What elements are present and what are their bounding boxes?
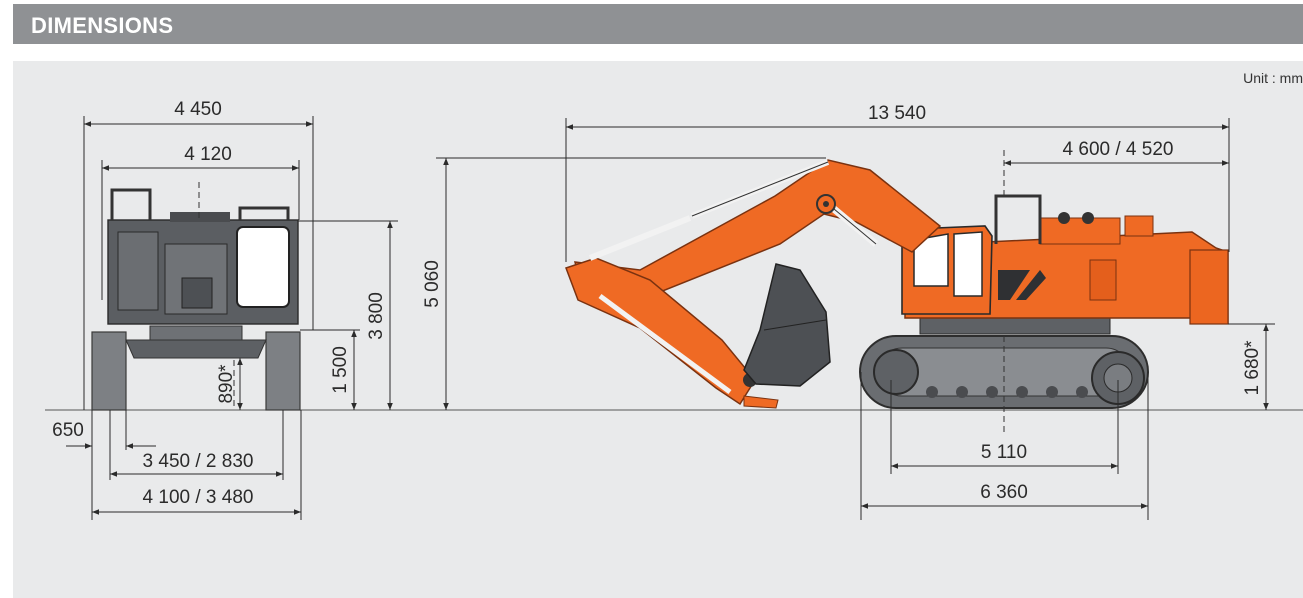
side-dimension-lines <box>436 118 1275 520</box>
label-track-gauge: 3 450 / 2 830 <box>143 451 254 472</box>
label-counterweight-clearance: 1 680* <box>1242 340 1263 396</box>
unit-label: Unit : mm <box>1243 70 1303 86</box>
label-ground-clearance: 890* <box>216 364 237 404</box>
label-overall-length: 13 540 <box>868 103 926 124</box>
label-overall-height: 5 060 <box>422 260 443 308</box>
label-track-length: 6 360 <box>980 482 1028 503</box>
label-rear-swing-radius: 4 600 / 4 520 <box>1063 139 1174 160</box>
section-title: DIMENSIONS <box>31 13 174 38</box>
front-view-excavator <box>91 182 301 411</box>
label-undercarriage-width: 4 100 / 3 480 <box>143 487 254 508</box>
front-dimension-lines <box>66 116 398 520</box>
label-upper-width: 4 120 <box>184 144 232 165</box>
label-tumbler-distance: 5 110 <box>981 442 1027 463</box>
section-header: DIMENSIONS <box>13 4 1303 44</box>
label-cab-height: 3 800 <box>366 292 387 340</box>
label-overall-width: 4 450 <box>174 99 222 120</box>
label-shoe-width: 650 <box>52 420 84 441</box>
side-view-excavator <box>565 150 1229 436</box>
label-track-height: 1 500 <box>330 346 351 394</box>
